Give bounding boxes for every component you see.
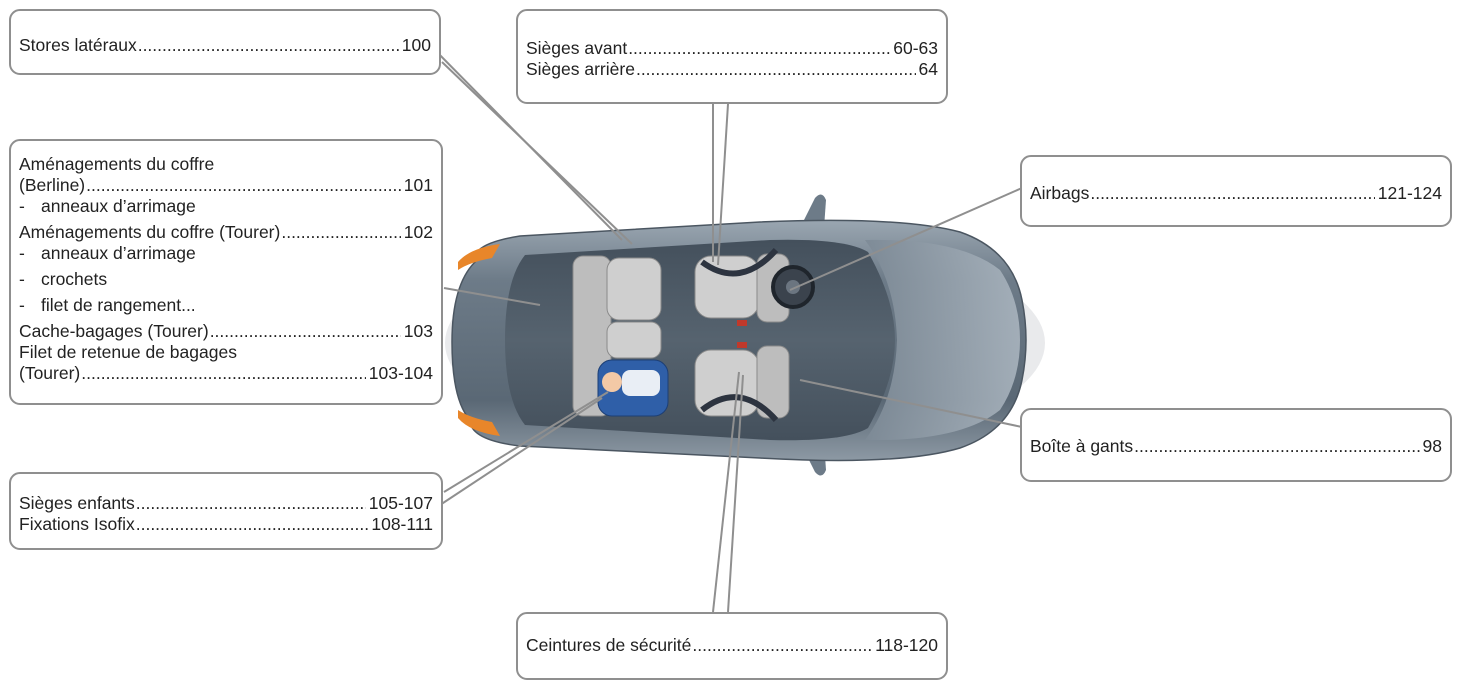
car-hood (865, 239, 1020, 441)
leader-dots (636, 59, 916, 80)
entry-page: 118-120 (875, 635, 938, 655)
entry-label: (Tourer) (19, 363, 81, 383)
entry-airbags[interactable]: Airbags 121-124 (1030, 183, 1442, 204)
leader-dots (692, 635, 872, 656)
sub-dash: - (19, 243, 25, 263)
leader-enfants (443, 391, 609, 493)
coffre-tourer-sub-2: - crochets (19, 269, 433, 290)
leader-dots (1134, 436, 1419, 457)
leader-gants (799, 379, 1023, 428)
callout-stores: Stores latéraux 100 (9, 9, 441, 75)
callout-ceintures: Ceintures de sécurité 118-120 (516, 612, 948, 680)
child-head (602, 372, 622, 392)
entry-sieges-arriere[interactable]: Sièges arrière 64 (526, 59, 938, 80)
entry-filet-tourer[interactable]: (Tourer) 103-104 (19, 363, 433, 384)
entry-page: 64 (918, 59, 938, 79)
entry-label: Aménagements du coffre (Tourer) (19, 222, 281, 242)
rear-seat-cushion-2 (606, 321, 662, 359)
leader-dots (86, 175, 401, 196)
seat-belt-right (700, 394, 779, 423)
leader-dots (1090, 183, 1374, 204)
entry-page: 98 (1422, 436, 1442, 456)
entry-page: 102 (403, 222, 433, 242)
entry-label: Cache-bagages (Tourer) (19, 321, 209, 341)
leader-ceintures-1 (712, 371, 740, 613)
seat-belt-left (700, 247, 779, 277)
sub-text: crochets (41, 269, 108, 289)
sub-dash: - (19, 295, 25, 315)
entry-page: 100 (401, 35, 431, 55)
leader-dots (138, 35, 399, 56)
entry-page: 105-107 (368, 493, 433, 513)
coffre-berline-title: Aménagements du coffre (19, 154, 215, 174)
sub-text: anneaux d’arrimage (41, 243, 196, 263)
entry-sieges-avant[interactable]: Sièges avant 60-63 (526, 38, 938, 59)
callout-airbags: Airbags 121-124 (1020, 155, 1452, 227)
entry-page: 121-124 (1377, 183, 1442, 203)
entry-label: Ceintures de sécurité (526, 635, 692, 655)
sub-dash: - (19, 269, 25, 289)
entry-sieges-enfants[interactable]: Sièges enfants 105-107 (19, 493, 433, 514)
entry-gants[interactable]: Boîte à gants 98 (1030, 436, 1442, 457)
leader-dots (281, 222, 400, 243)
sub-dash: - (19, 196, 25, 216)
entry-isofix[interactable]: Fixations Isofix 108-111 (19, 514, 433, 535)
entry-page: 103 (403, 321, 433, 341)
entry-label: Stores latéraux (19, 35, 137, 55)
entry-label: (Berline) (19, 175, 86, 195)
sub-text: anneaux d’arrimage (41, 196, 196, 216)
steering-hub (786, 280, 800, 294)
rear-light-left (458, 244, 500, 270)
entry-label: Sièges avant (526, 38, 628, 58)
callout-coffre: Aménagements du coffre (Berline) 101 - a… (9, 139, 443, 405)
belt-buckle-1 (737, 320, 747, 326)
callout-gants: Boîte à gants 98 (1020, 408, 1452, 482)
entry-label: Sièges arrière (526, 59, 635, 79)
callout-enfants: Sièges enfants 105-107 Fixations Isofix … (9, 472, 443, 550)
leader-dots (136, 514, 369, 535)
leader-dots (81, 363, 366, 384)
entry-coffre-berline[interactable]: (Berline) 101 (19, 175, 433, 196)
coffre-tourer-sub-3: - filet de rangement... (19, 295, 433, 316)
leader-lines (429, 44, 1023, 613)
rear-light-right (458, 410, 500, 436)
entry-page: 108-111 (371, 514, 433, 534)
leader-dots (136, 493, 366, 514)
leader-dots (210, 321, 401, 342)
entry-cache-bagages[interactable]: Cache-bagages (Tourer) 103 (19, 321, 433, 342)
entry-coffre-tourer[interactable]: Aménagements du coffre (Tourer) 102 (19, 222, 433, 243)
mirror-left (800, 194, 826, 228)
entry-label: Airbags (1030, 183, 1090, 203)
leader-enfants-2 (439, 397, 603, 506)
callout-sieges: Sièges avant 60-63 Sièges arrière 64 (516, 9, 948, 104)
entry-page: 103-104 (368, 363, 433, 383)
rear-seat-cushion-1 (606, 257, 662, 321)
belt-buckle-2 (737, 342, 747, 348)
entry-page: 101 (403, 175, 433, 195)
leader-coffre (443, 287, 541, 306)
entry-label: Boîte à gants (1030, 436, 1134, 456)
leader-sieges-2 (717, 103, 729, 266)
sub-text: filet de rangement... (41, 295, 196, 315)
leader-stores-2 (441, 61, 633, 245)
child-body (622, 370, 660, 396)
entry-page: 60-63 (893, 38, 938, 58)
entry-ceintures[interactable]: Ceintures de sécurité 118-120 (526, 635, 938, 656)
leader-dots (628, 38, 890, 59)
entry-label: Fixations Isofix (19, 514, 135, 534)
entry-stores[interactable]: Stores latéraux 100 (19, 35, 431, 56)
coffre-berline-sub-1: - anneaux d’arrimage (19, 196, 433, 217)
leader-ceintures-2 (727, 374, 744, 613)
filet-title: Filet de retenue de bagages (19, 342, 237, 362)
coffre-tourer-sub-1: - anneaux d’arrimage (19, 243, 433, 264)
entry-label: Sièges enfants (19, 493, 135, 513)
leader-airbags (789, 187, 1023, 291)
